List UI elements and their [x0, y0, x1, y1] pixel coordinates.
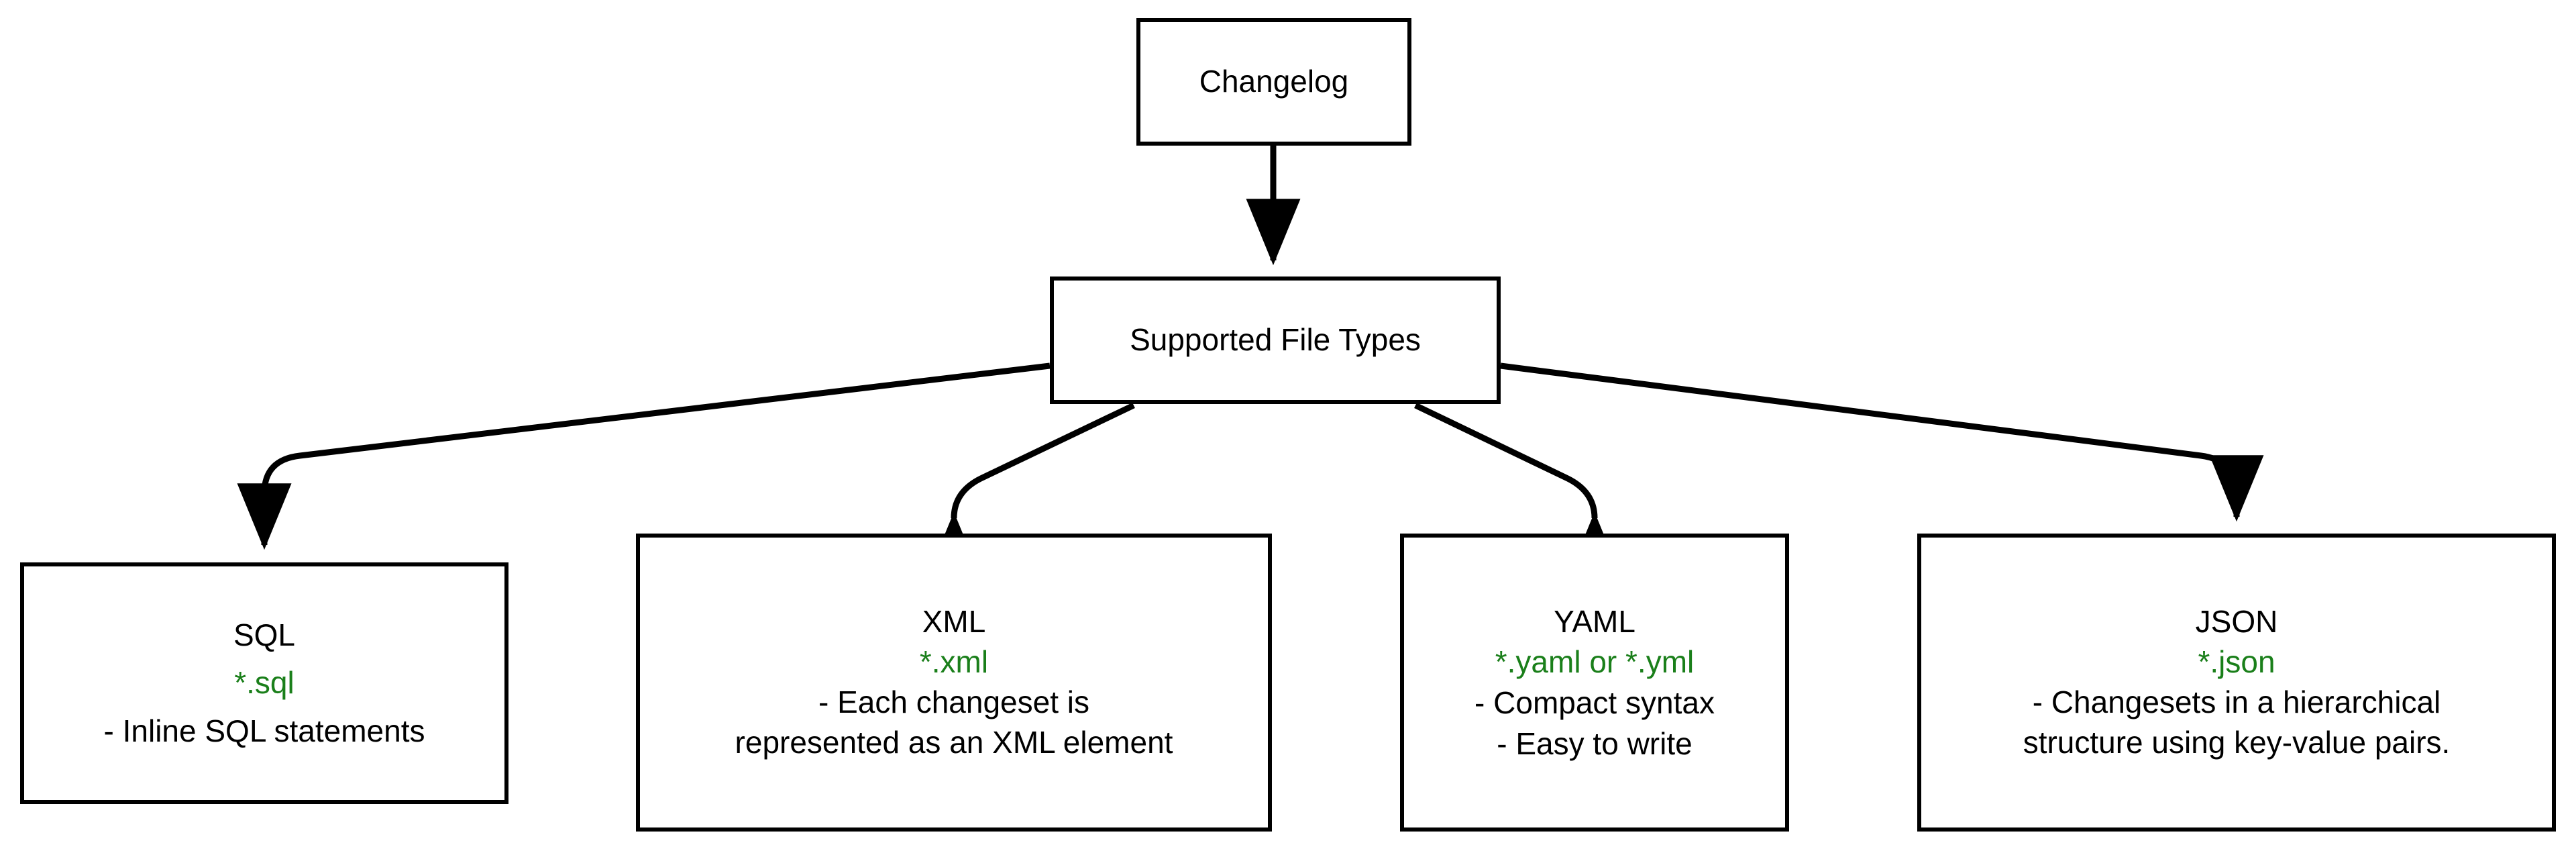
node-json-title: JSON — [2195, 604, 2278, 640]
node-supported-file-types-label: Supported File Types — [1130, 322, 1421, 358]
node-yaml-title: YAML — [1554, 603, 1635, 639]
edge-supported-to-sql — [237, 362, 1051, 550]
node-json-description-line-2: structure using key-value pairs. — [2023, 724, 2451, 760]
edge-supported-to-json — [1500, 362, 2264, 522]
edge-supported-to-yaml — [1414, 402, 1622, 579]
node-json-extension: *.json — [2198, 644, 2275, 680]
node-sql-description-line-1: - Inline SQL statements — [103, 713, 425, 748]
node-changelog-label: Changelog — [1199, 64, 1349, 99]
node-json-description-line-1: - Changesets in a hierarchical — [2032, 685, 2441, 719]
node-yaml[interactable]: YAML *.yaml or *.yml - Compact syntax - … — [1400, 534, 1789, 832]
node-xml[interactable]: XML *.xml - Each changeset is represente… — [636, 534, 1272, 832]
edge-supported-to-xml — [926, 402, 1135, 579]
node-yaml-extension: *.yaml or *.yml — [1495, 644, 1695, 680]
node-sql[interactable]: SQL *.sql - Inline SQL statements — [20, 562, 508, 804]
node-changelog[interactable]: Changelog — [1136, 18, 1411, 146]
node-yaml-description-line-1: - Compact syntax — [1474, 685, 1715, 720]
node-xml-description-line-1: - Each changeset is — [818, 685, 1089, 719]
node-yaml-description-line-2: - Easy to write — [1497, 725, 1693, 761]
node-xml-description-line-2: represented as an XML element — [735, 724, 1173, 760]
node-json[interactable]: JSON *.json - Changesets in a hierarchic… — [1917, 534, 2556, 832]
node-sql-extension: *.sql — [234, 665, 294, 701]
node-sql-title: SQL — [233, 617, 296, 653]
node-xml-extension: *.xml — [919, 644, 989, 680]
node-xml-title: XML — [922, 604, 986, 640]
node-supported-file-types[interactable]: Supported File Types — [1050, 277, 1501, 404]
